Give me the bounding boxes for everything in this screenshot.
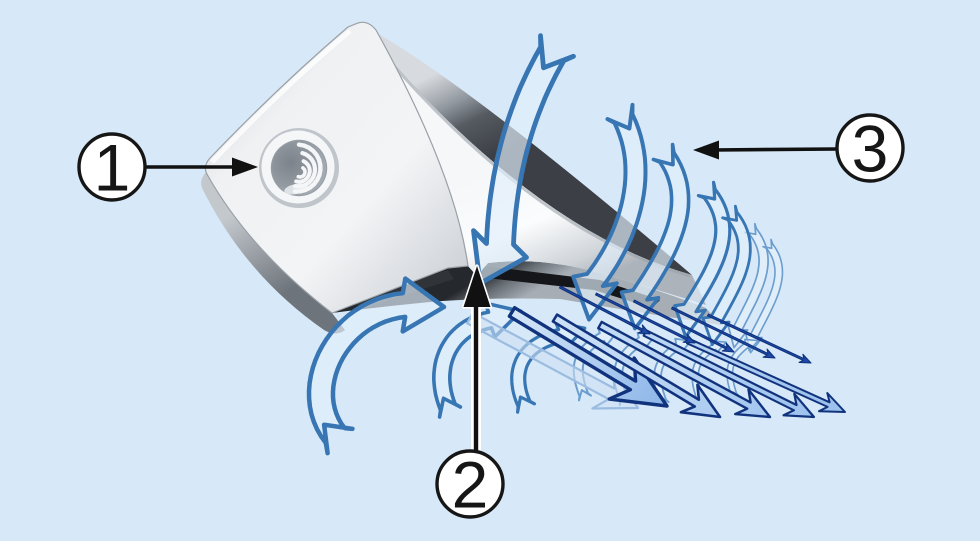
svg-text:2: 2 [452,448,489,522]
svg-text:3: 3 [852,112,889,186]
svg-text:1: 1 [94,131,131,205]
